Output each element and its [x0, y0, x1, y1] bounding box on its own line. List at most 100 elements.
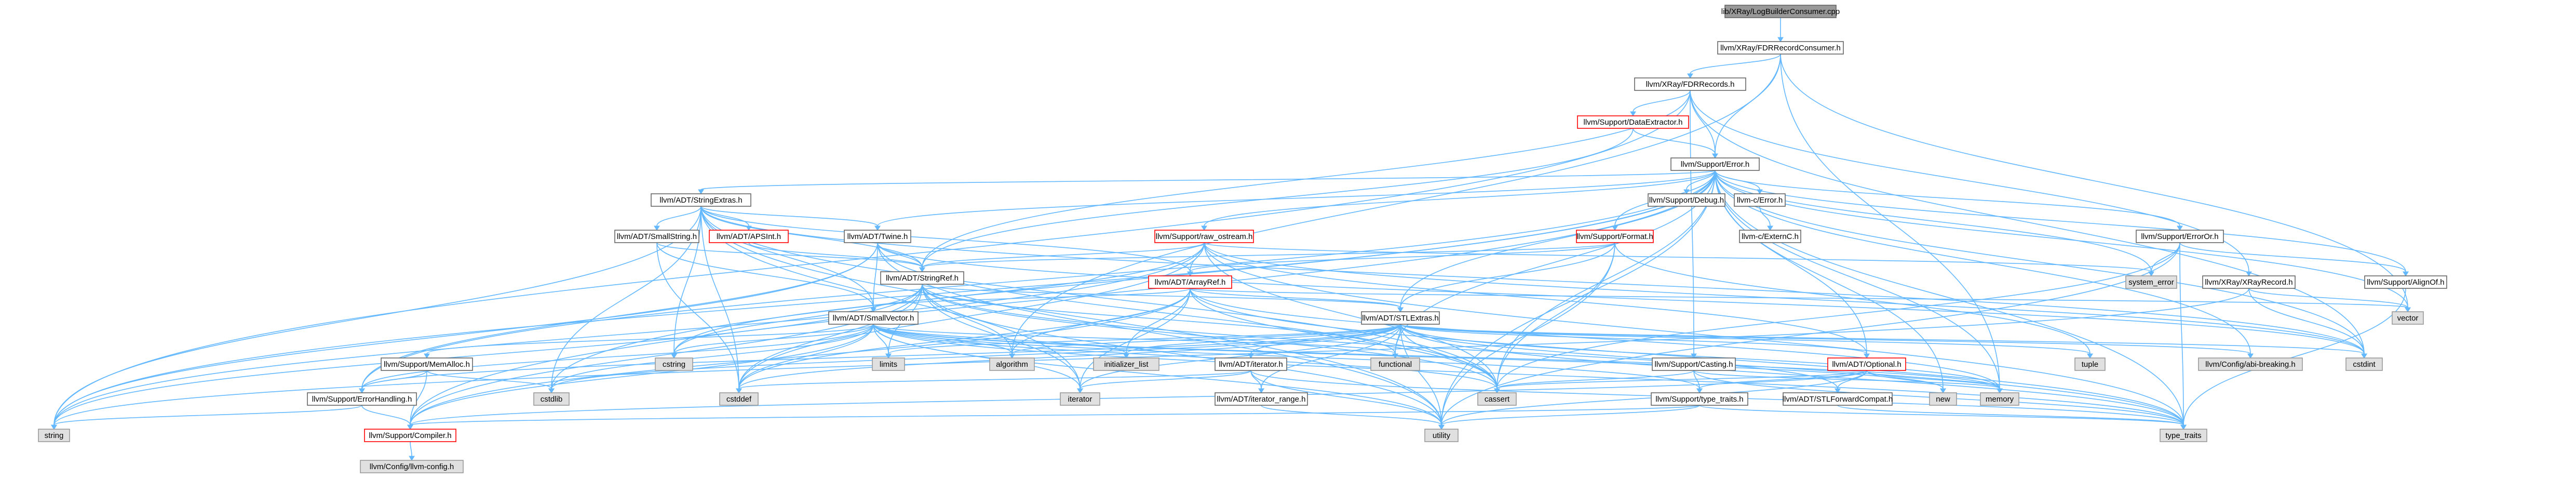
node-box [2160, 429, 2207, 442]
node-label: llvm/ADT/APSInt.h [717, 232, 781, 241]
edge-stringref-to-string [51, 284, 923, 430]
node-label: type_traits [2165, 431, 2201, 440]
edge-memalloc-to-errhandling [359, 370, 427, 393]
node-compiler[interactable]: llvm/Support/Compiler.h [364, 429, 456, 442]
node-optional[interactable]: llvm/ADT/Optional.h [1827, 357, 1906, 371]
node-box [1060, 392, 1100, 406]
node-box [1651, 392, 1748, 406]
node-box [1783, 392, 1893, 406]
edge-strextras-to-twine [700, 206, 881, 231]
node-cstdlib: cstdlib [533, 392, 570, 406]
node-cerror[interactable]: llvm-c/Error.h [1734, 193, 1786, 207]
node-errhandling[interactable]: llvm/Support/ErrorHandling.h [307, 392, 417, 406]
edge-memalloc-to-cstdlib [426, 370, 555, 393]
edge-optional-to-memory [1866, 370, 2003, 393]
node-smallstring[interactable]: llvm/ADT/SmallString.h [614, 230, 699, 243]
node-label: llvm/Support/DataExtractor.h [1584, 118, 1683, 127]
node-label: llvm/Support/type_traits.h [1655, 395, 1743, 404]
node-iterator[interactable]: llvm/ADT/iterator.h [1215, 357, 1287, 371]
node-label: llvm/XRay/FDRRecords.h [1646, 80, 1735, 89]
node-memalloc[interactable]: llvm/Support/MemAlloc.h [381, 357, 473, 371]
node-erroror[interactable]: llvm/Support/ErrorOr.h [2136, 230, 2224, 243]
node-box [1648, 193, 1725, 207]
node-box [1577, 115, 1689, 129]
node-box [1477, 392, 1517, 406]
edge-error-to-vector [1715, 170, 2411, 312]
node-label: llvm-c/Error.h [1737, 196, 1783, 205]
node-initlist: initializer_list [1093, 357, 1159, 371]
edge-strextras-to-smallstring [654, 206, 702, 231]
node-vector: vector [2392, 311, 2424, 325]
node-label: memory [1986, 395, 2014, 404]
node-box [1724, 5, 1837, 18]
node-fdrrec[interactable]: llvm/XRay/FDRRecords.h [1634, 77, 1746, 91]
node-systemerror: system_error [2125, 275, 2177, 289]
node-box [2198, 357, 2303, 371]
node-label: llvm/ADT/Twine.h [847, 232, 908, 241]
node-arrayref[interactable]: llvm/ADT/ArrayRef.h [1148, 275, 1232, 289]
node-format[interactable]: llvm/Support/Format.h [1576, 230, 1654, 243]
node-casting[interactable]: llvm/Support/Casting.h [1652, 357, 1736, 371]
node-label: algorithm [996, 360, 1028, 369]
node-box [709, 230, 789, 243]
node-label: cstring [663, 360, 685, 369]
node-alignof[interactable]: llvm/Support/AlignOf.h [2364, 275, 2447, 289]
node-box [1652, 357, 1736, 371]
node-stringref[interactable]: llvm/ADT/StringRef.h [880, 271, 964, 285]
node-box [1980, 392, 2019, 406]
node-externc[interactable]: llvm-c/ExternC.h [1739, 230, 1801, 243]
node-box [655, 357, 693, 371]
node-rawostream[interactable]: llvm/Support/raw_ostream.h [1154, 230, 1254, 243]
node-label: llvm/ADT/StringRef.h [886, 274, 959, 283]
node-fdrcons[interactable]: llvm/XRay/FDRRecordConsumer.h [1717, 41, 1844, 55]
node-label: initializer_list [1104, 360, 1149, 369]
node-label: llvm/Support/ErrorHandling.h [312, 395, 412, 404]
edge-stlfwd-to-typetraitsstd [1837, 405, 2187, 430]
node-label: llvm-c/ExternC.h [1742, 232, 1799, 241]
node-box [828, 311, 919, 325]
node-label: llvm/ADT/SmallVector.h [833, 314, 914, 323]
edge-optional-to-new [1866, 370, 1946, 393]
node-error[interactable]: llvm/Support/Error.h [1670, 157, 1760, 171]
node-twine[interactable]: llvm/ADT/Twine.h [844, 230, 911, 243]
node-label: new [1936, 395, 1950, 404]
edge-fdrrec-to-error [1690, 90, 1718, 158]
node-box [1717, 41, 1844, 55]
node-stlfwd[interactable]: llvm/ADT/STLForwardCompat.h [1783, 392, 1893, 406]
node-utility: utility [1424, 429, 1459, 442]
node-iterrange[interactable]: llvm/ADT/iterator_range.h [1215, 392, 1308, 406]
edge-error-to-alignof [1715, 170, 2409, 276]
node-smallvector[interactable]: llvm/ADT/SmallVector.h [828, 311, 919, 325]
node-label: tuple [2082, 360, 2099, 369]
node-typetraits[interactable]: llvm/Support/type_traits.h [1651, 392, 1748, 406]
edge-error-to-configabi [1715, 170, 2254, 358]
node-memory: memory [1980, 392, 2019, 406]
node-box [880, 271, 964, 285]
node-dataext[interactable]: llvm/Support/DataExtractor.h [1577, 115, 1689, 129]
node-box [651, 193, 751, 207]
node-label: llvm/ADT/iterator_range.h [1217, 395, 1306, 404]
node-debug[interactable]: llvm/Support/Debug.h [1648, 193, 1725, 207]
node-label: llvm/Support/MemAlloc.h [384, 360, 470, 369]
node-box [1634, 77, 1746, 91]
node-box [614, 230, 699, 243]
node-iterstd: iterator [1060, 392, 1100, 406]
node-cstring: cstring [655, 357, 693, 371]
node-box [1370, 357, 1420, 371]
node-xrayrec[interactable]: llvm/XRay/XRayRecord.h [2202, 275, 2296, 289]
node-apsint[interactable]: llvm/ADT/APSInt.h [709, 230, 789, 243]
node-box [2074, 357, 2106, 371]
node-strextras[interactable]: llvm/ADT/StringExtras.h [651, 193, 751, 207]
node-label: llvm/XRay/FDRRecordConsumer.h [1720, 44, 1841, 52]
edge-format-to-stringref [919, 242, 1615, 272]
node-box [533, 392, 570, 406]
node-stlextras[interactable]: llvm/ADT/STLExtras.h [1361, 311, 1440, 325]
node-label: llvm/Config/abi-breaking.h [2205, 360, 2295, 369]
node-cassert: cassert [1477, 392, 1517, 406]
node-root[interactable]: lib/XRay/LogBuilderConsumer.cpp [1721, 5, 1840, 18]
edge-stlextras-to-tuple [1400, 324, 2093, 358]
edge-fdrrec-to-dataext [1630, 90, 1691, 116]
node-label: llvm/XRay/XRayRecord.h [2205, 278, 2292, 287]
node-box [2136, 230, 2224, 243]
edge-arrayref-to-smallvector [870, 288, 1191, 312]
